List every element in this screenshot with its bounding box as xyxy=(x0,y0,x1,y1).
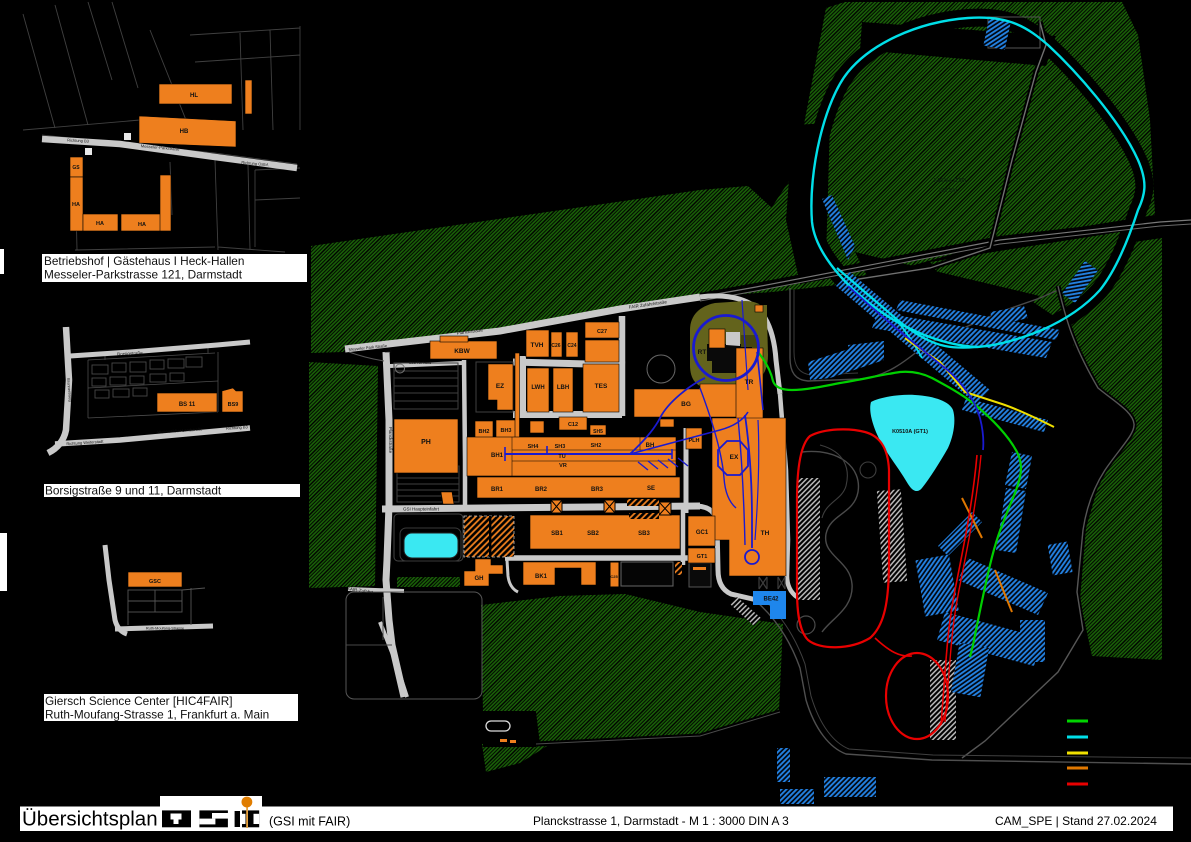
svg-text:TR: TR xyxy=(745,379,754,386)
svg-text:EX: EX xyxy=(730,454,739,461)
svg-text:BS9: BS9 xyxy=(228,402,239,408)
svg-text:BH1: BH1 xyxy=(491,453,504,459)
svg-text:CAM_SPE | Stand 27.02.2024: CAM_SPE | Stand 27.02.2024 xyxy=(995,814,1157,828)
svg-text:HA: HA xyxy=(96,221,104,227)
svg-text:K0510A (GT1): K0510A (GT1) xyxy=(892,429,928,435)
svg-text:Planckstrasse 1, Darmstadt - M: Planckstrasse 1, Darmstadt - M 1 : 3000 … xyxy=(533,814,789,828)
svg-text:BR2: BR2 xyxy=(535,487,548,493)
svg-text:SH4: SH4 xyxy=(528,444,540,450)
svg-text:FAIR Zufahrtstraße: FAIR Zufahrtstraße xyxy=(628,299,667,309)
svg-text:HA: HA xyxy=(72,202,80,208)
svg-text:TU: TU xyxy=(558,454,565,460)
svg-text:SH5: SH5 xyxy=(593,429,603,435)
svg-text:C24: C24 xyxy=(567,343,576,349)
svg-text:FAIR-Zufahrt: FAIR-Zufahrt xyxy=(347,586,374,595)
svg-text:EZ: EZ xyxy=(496,383,504,390)
svg-text:SE: SE xyxy=(647,486,655,492)
svg-text:(GSI mit FAIR): (GSI mit FAIR) xyxy=(269,815,350,829)
svg-text:KBW: KBW xyxy=(454,348,470,355)
svg-text:C22: C22 xyxy=(385,350,392,354)
svg-text:HL: HL xyxy=(190,93,198,99)
svg-text:BG: BG xyxy=(681,401,691,408)
svg-text:SB1: SB1 xyxy=(551,531,563,537)
svg-text:VR: VR xyxy=(559,463,567,469)
svg-text:C12: C12 xyxy=(568,422,578,428)
svg-text:Messeler-Parkstrasse 121, Darm: Messeler-Parkstrasse 121, Darmstadt xyxy=(44,268,243,282)
svg-text:BR1: BR1 xyxy=(491,487,504,493)
svg-text:Planckstraße: Planckstraße xyxy=(388,427,393,454)
svg-text:RT: RT xyxy=(698,349,707,356)
svg-text:PH: PH xyxy=(421,439,431,446)
svg-text:GSC: GSC xyxy=(149,579,161,585)
svg-text:BK1: BK1 xyxy=(535,574,548,580)
svg-text:SIS 100: SIS 100 xyxy=(939,188,957,194)
svg-text:Brunnersweg: Brunnersweg xyxy=(66,378,73,402)
svg-text:BR3: BR3 xyxy=(591,487,604,493)
svg-text:PLH: PLH xyxy=(689,438,700,444)
svg-text:Richtung B3: Richtung B3 xyxy=(226,424,249,431)
svg-text:SH2: SH2 xyxy=(591,443,602,449)
svg-text:Betriebshof | Gästehaus I Heck: Betriebshof | Gästehaus I Heck-Hallen xyxy=(44,254,244,268)
svg-text:Ruth-Moufang-Strasse: Ruth-Moufang-Strasse xyxy=(146,627,184,631)
svg-text:TVH: TVH xyxy=(531,342,544,349)
svg-text:C25: C25 xyxy=(610,574,618,579)
svg-text:Richtung Weiterstadt: Richtung Weiterstadt xyxy=(66,439,104,447)
svg-text:Messeler-Parkstraße: Messeler-Parkstraße xyxy=(141,143,181,151)
svg-text:LBH: LBH xyxy=(557,385,569,391)
svg-text:Richtung Ostbf.: Richtung Ostbf. xyxy=(241,160,269,167)
svg-text:BS 11: BS 11 xyxy=(179,402,196,408)
svg-text:Richtung B3: Richtung B3 xyxy=(67,137,90,143)
svg-text:BH: BH xyxy=(646,443,655,449)
svg-text:Übersichtsplan: Übersichtsplan xyxy=(22,808,158,831)
svg-text:Borsigstraße 9 und 11, Darmsta: Borsigstraße 9 und 11, Darmstadt xyxy=(45,484,222,498)
svg-text:BH3: BH3 xyxy=(500,428,511,434)
svg-text:HB: HB xyxy=(180,129,189,135)
svg-text:TES: TES xyxy=(595,383,608,390)
svg-text:SB3: SB3 xyxy=(638,531,650,537)
svg-text:Messeler Park Straße: Messeler Park Straße xyxy=(348,343,388,352)
svg-text:Giersch Science Center [HIC4F: Giersch Science Center [HIC4FAIR] xyxy=(45,694,233,708)
svg-text:GT1: GT1 xyxy=(697,554,708,560)
svg-text:Borsigstraße: Borsigstraße xyxy=(117,350,143,356)
svg-text:BH2: BH2 xyxy=(478,429,489,435)
svg-text:C26: C26 xyxy=(551,343,560,349)
svg-text:SB2: SB2 xyxy=(587,531,599,537)
svg-text:HA: HA xyxy=(138,222,146,228)
svg-text:K0026A (T.00): K0026A (T.00) xyxy=(934,178,967,184)
svg-text:Weiterstädter Landstraße: Weiterstädter Landstraße xyxy=(157,426,203,434)
svg-text:C23 Tor Nord: C23 Tor Nord xyxy=(409,361,432,365)
svg-text:BE42: BE42 xyxy=(763,597,779,603)
svg-text:GSI Haupteinfahrt: GSI Haupteinfahrt xyxy=(403,507,440,512)
svg-text:LWH: LWH xyxy=(531,385,544,391)
svg-text:Planckstraße: Planckstraße xyxy=(456,327,483,335)
svg-text:TH: TH xyxy=(761,530,770,537)
svg-text:GC1: GC1 xyxy=(696,530,709,536)
svg-text:GS: GS xyxy=(72,165,80,171)
svg-text:SH3: SH3 xyxy=(555,444,566,450)
svg-text:Ruth-Moufang-Strasse 1, Frankf: Ruth-Moufang-Strasse 1, Frankfurt a. Mai… xyxy=(45,708,269,722)
svg-text:C27: C27 xyxy=(597,329,607,335)
svg-text:GH: GH xyxy=(475,576,484,582)
